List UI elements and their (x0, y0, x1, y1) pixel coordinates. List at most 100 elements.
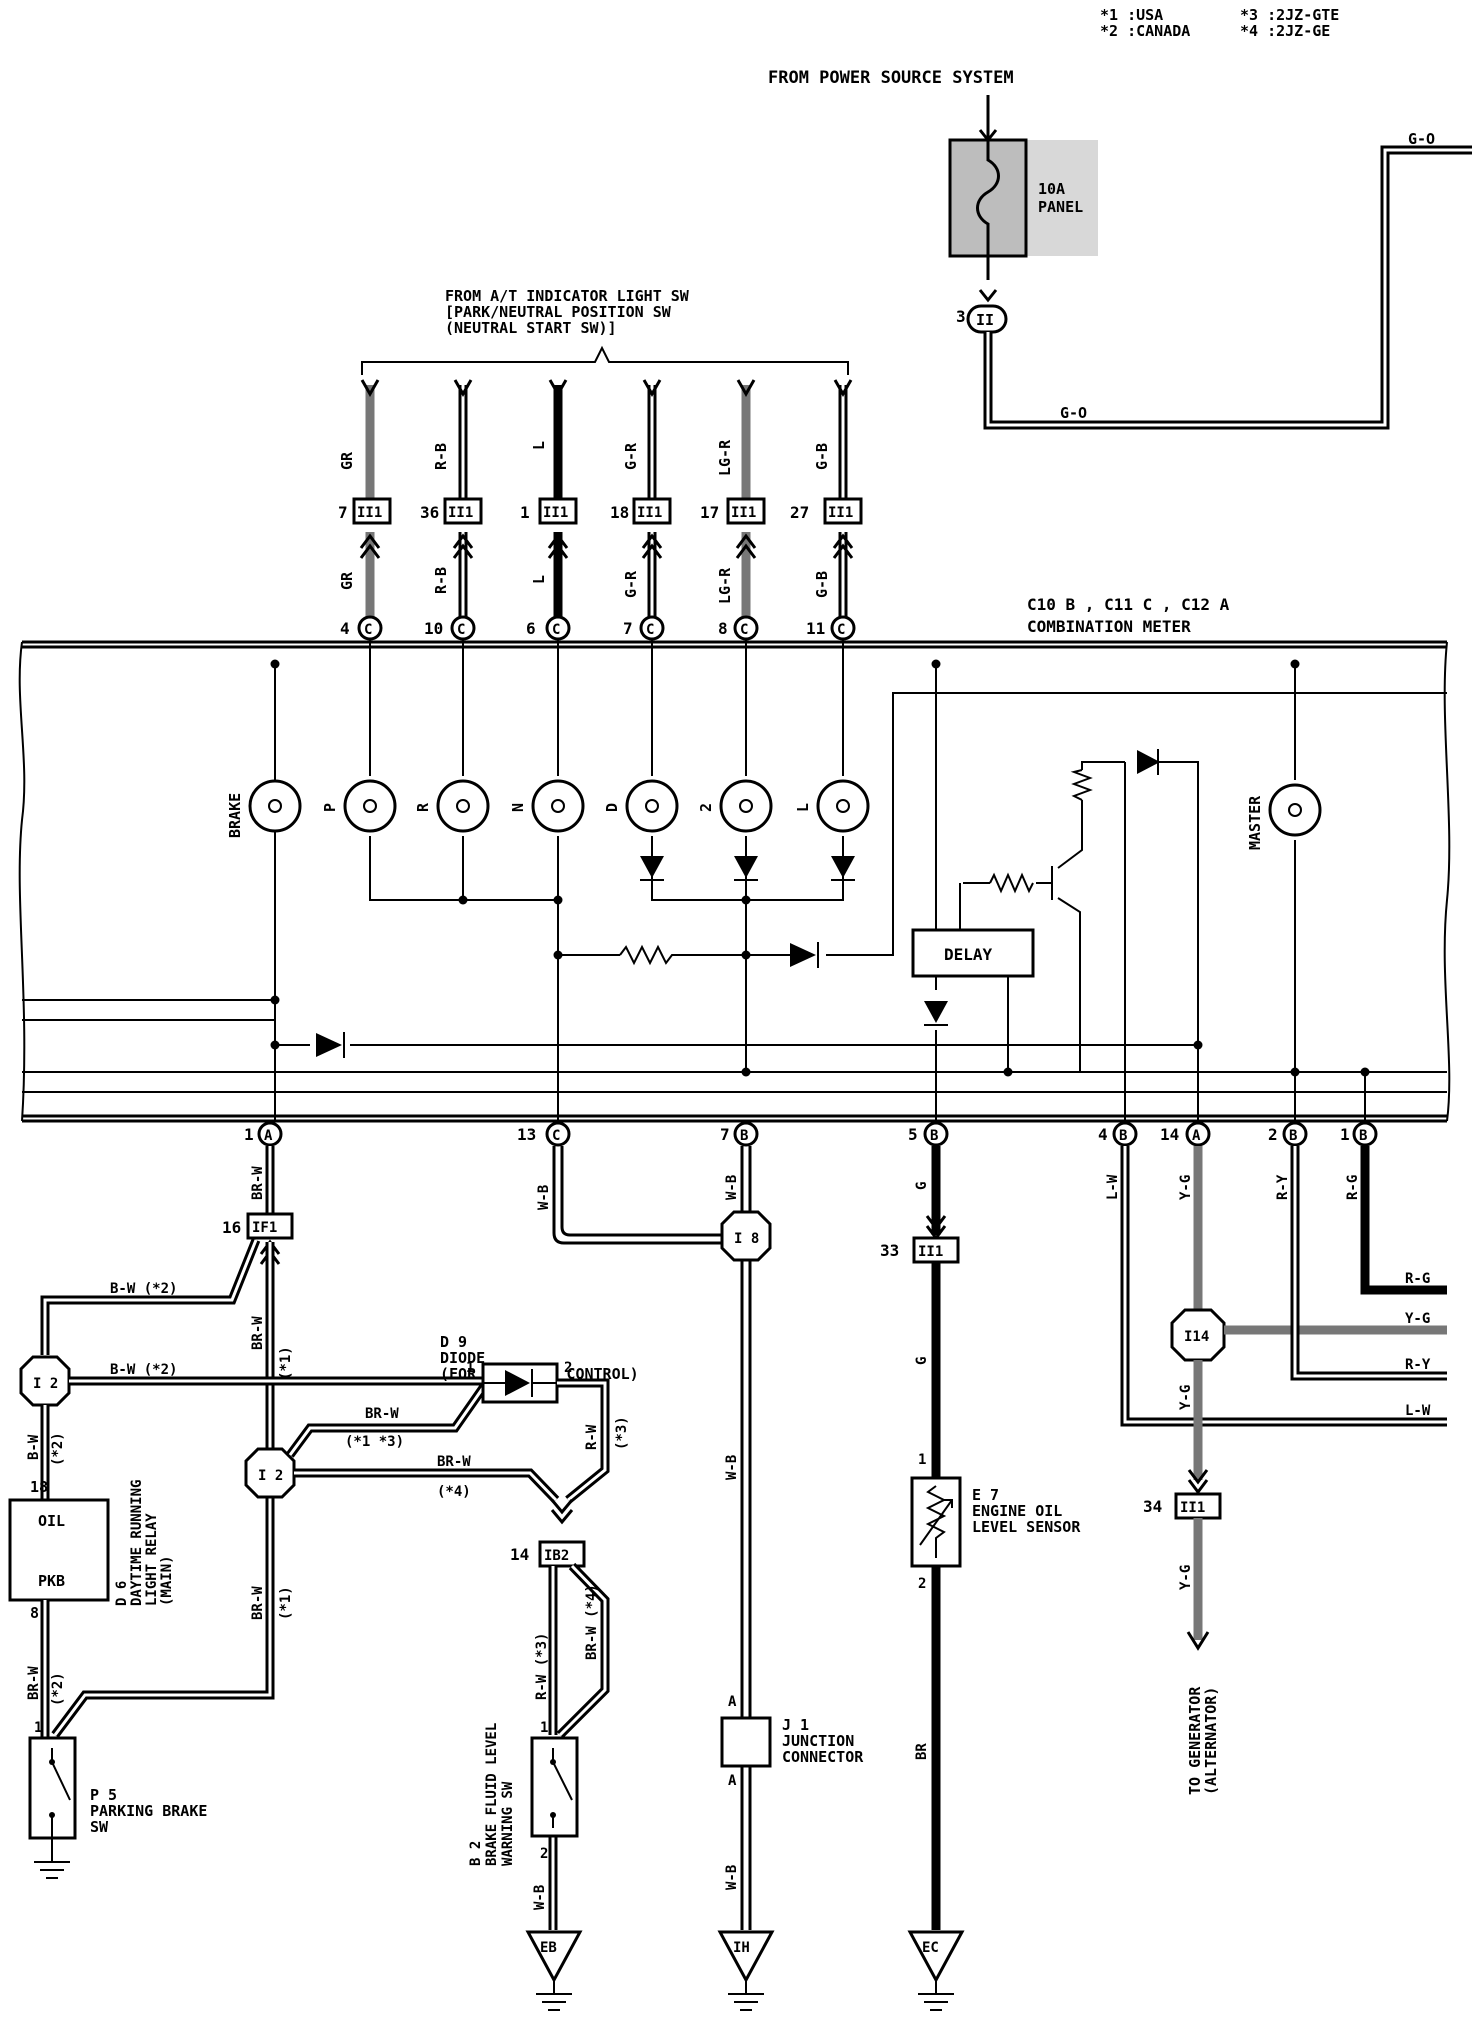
bottom-conn-b5 (923, 1121, 949, 1147)
power-source-label: FROM POWER SOURCE SYSTEM (768, 68, 1014, 88)
delay-box (911, 928, 1035, 978)
ii-pin-7: 7 (338, 503, 348, 522)
bottom-conn-b5-id: B (930, 1128, 938, 1144)
j1-id: J 1 (782, 1716, 809, 1734)
wire-br-ec: BR (914, 1743, 930, 1760)
combination-meter (18, 640, 1451, 1123)
bottom-pin-1a: 1 (244, 1125, 254, 1144)
wire-brw-p5: BR-W (26, 1666, 42, 1700)
input-col-l: 1 II1 L L 6 C (520, 379, 578, 641)
lamp-2: 2 (697, 779, 773, 833)
ii1-connector-4 (632, 497, 672, 525)
c-connector-3 (545, 615, 571, 641)
ii-pin-27: 27 (790, 503, 809, 522)
bottom-pin-4: 4 (1098, 1125, 1108, 1144)
ii-pin-3: 3 (956, 307, 966, 326)
note-s1-if1: (*1) (278, 1346, 294, 1380)
wire-gr-r-bottom: G-R (622, 570, 640, 598)
fuse-arrow (978, 289, 998, 303)
relay-oil-label: OIL (38, 1512, 65, 1530)
wire-rg-b1: R-G (1345, 1175, 1361, 1200)
ii-pin-36: 36 (420, 503, 439, 522)
ii1-connector-6 (823, 497, 863, 525)
wire-yg-gen: Y-G (1178, 1565, 1194, 1590)
ii1-connector-3-id: II1 (543, 505, 568, 521)
relay-id: D 6 (114, 1581, 130, 1606)
ground-ih-label: IH (733, 1940, 750, 1956)
j1-desc-2: CONNECTOR (782, 1748, 864, 1766)
bottom-pin-1b: 1 (1340, 1125, 1350, 1144)
p5-desc-2: SW (90, 1818, 109, 1836)
generator-label-2: (ALTERNATOR) (1202, 1687, 1220, 1795)
e7-desc-1: ENGINE OIL (972, 1502, 1062, 1520)
note-s2-p5: (*2) (50, 1672, 66, 1706)
bottom-conn-b4-id: B (1119, 1128, 1127, 1144)
b2-desc-1: BRAKE FLUID LEVEL (484, 1723, 500, 1866)
ground-ec-label: EC (922, 1940, 939, 1956)
c-connector-2-id: C (457, 622, 465, 638)
wire-brw-a1: BR-W (250, 1166, 266, 1200)
go-wire-label-bottom: G-O (1060, 404, 1087, 422)
bottom-pin-13: 13 (517, 1125, 536, 1144)
i2-left-label: I 2 (33, 1376, 58, 1392)
e7-id: E 7 (972, 1486, 999, 1504)
fuse-element (976, 140, 1000, 280)
wire-wb-i8: W-B (724, 1455, 740, 1480)
wire-ry-right: R-Y (1405, 1357, 1431, 1373)
note-s2-relay-top: (*2) (50, 1432, 66, 1466)
at-switch-l3: (NEUTRAL START SW)] (445, 319, 617, 337)
b2-pin-2: 2 (540, 1846, 548, 1862)
relay-desc-2: LIGHT RELAY (144, 1513, 160, 1606)
ii-pin-34: 34 (1143, 1497, 1162, 1516)
bottom-conn-b1-id: B (1359, 1128, 1367, 1144)
meter-connectors: C10 B , C11 C , C12 A (1027, 595, 1230, 614)
diode-brake (316, 1033, 342, 1057)
wire-brw-ib2: BR-W (437, 1454, 471, 1470)
wire-g-e7: G (914, 1357, 930, 1365)
wire-lgr-bottom: LG-R (716, 567, 734, 604)
diode-2 (734, 856, 758, 878)
wire-gr-bottom: GR (338, 571, 356, 590)
relay-pkb-label: PKB (38, 1572, 65, 1590)
wire-l-top: L (530, 441, 548, 450)
ib2-pin-14: 14 (510, 1545, 529, 1564)
if1-connector-id: IF1 (252, 1220, 277, 1236)
right-side-wiring: L-W L-W Y-G I14 Y-G Y-G 34 II1 Y-G TO GE… (1105, 1146, 1447, 1795)
at-switch-l2: [PARK/NEUTRAL POSITION SW (445, 303, 672, 321)
daytime-running-light-relay (8, 1498, 110, 1602)
meter-internal-wiring (22, 640, 1447, 1120)
wire-wb-ih: W-B (724, 1865, 740, 1890)
p5-id: P 5 (90, 1786, 117, 1804)
go-wire-label-top: G-O (1408, 130, 1435, 148)
lamp-master: MASTER (1246, 783, 1322, 850)
ii1-connector-1-id: II1 (357, 505, 382, 521)
c-connector-2 (450, 615, 476, 641)
wire-rb-bottom: R-B (432, 567, 450, 594)
ib2-connector-id: IB2 (544, 1548, 569, 1564)
lamp-2-label: 2 (697, 803, 715, 812)
wire-gr-r-top: G-R (622, 442, 640, 470)
ii1-connector-5-id: II1 (731, 505, 756, 521)
if1-connector (246, 1212, 294, 1240)
ground-ih-icon (717, 1930, 775, 1984)
i2-right-junction (244, 1447, 296, 1499)
bottom-conn-b7-id: B (740, 1128, 748, 1144)
lamp-r: R (414, 779, 490, 833)
wire-yg-right: Y-G (1405, 1311, 1430, 1327)
bottom-connectors: 1 A 13 C 7 B 5 B 4 B 14 A 2 B 1 B (244, 1121, 1378, 1147)
lamp-d-label: D (603, 803, 621, 812)
i8-junction (720, 1210, 772, 1262)
i2-right-label: I 2 (258, 1468, 283, 1484)
wire-rw-diode: R-W (584, 1424, 600, 1450)
bottom-conn-b2-id: B (1289, 1128, 1297, 1144)
wire-rg-right: R-G (1405, 1271, 1430, 1287)
wire-bw2-mid: B-W (*2) (110, 1362, 177, 1378)
at-switch-l1: FROM A/T INDICATOR LIGHT SW (445, 287, 690, 305)
lamp-brake: BRAKE (226, 779, 302, 838)
ii1-connector-1 (352, 497, 392, 525)
legend-2jz-ge: *4 :2JZ-GE (1240, 22, 1330, 40)
c-pin-4: 4 (340, 619, 350, 638)
ii1-connector-3 (538, 497, 578, 525)
brake-wiring: BR-W 16 IF1 BR-W (*1) B-W (*2) I 2 B-W (… (8, 1146, 639, 1930)
at-switch-brace (361, 345, 849, 375)
